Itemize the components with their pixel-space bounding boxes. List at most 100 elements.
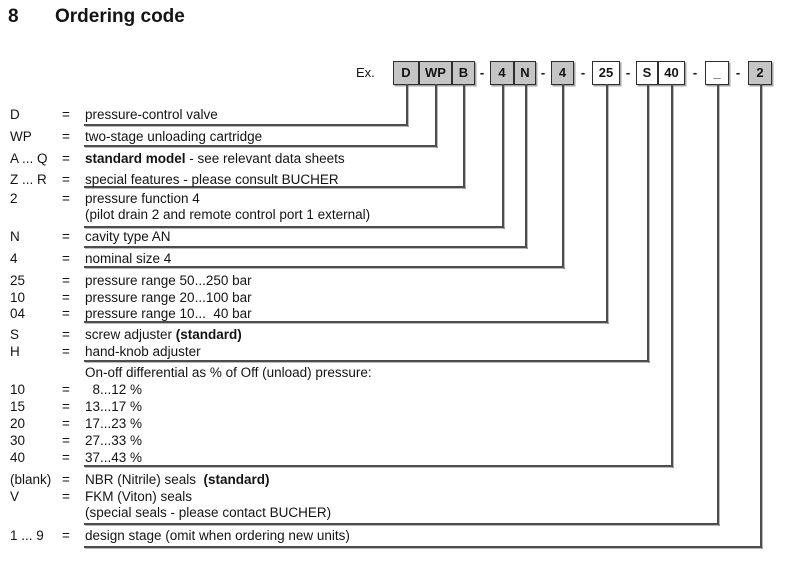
- code-box-label: N: [520, 65, 530, 80]
- row-code: 10: [10, 382, 26, 397]
- legend-row-diff-30: 30 = 27...33 %: [0, 433, 800, 449]
- connector-hline: [84, 226, 504, 228]
- code-box-b: B: [452, 61, 475, 85]
- code-box-wp: WP: [419, 61, 452, 85]
- row-description: pressure range 50...250 bar: [85, 273, 252, 288]
- row-description: 8...12 %: [85, 382, 143, 397]
- equals-sign: =: [62, 129, 70, 144]
- code-box-seals: _: [705, 61, 729, 85]
- legend-row-screw: S = screw adjuster (standard): [0, 327, 800, 343]
- connector-hline: [84, 145, 437, 147]
- equals-sign: =: [62, 399, 70, 414]
- dash-separator: -: [540, 65, 546, 80]
- equals-sign: =: [62, 450, 70, 465]
- code-box-adjuster: S: [636, 61, 658, 85]
- code-box-design-stage: 2: [748, 61, 772, 85]
- code-box-d: D: [393, 61, 419, 85]
- differential-header: On-off differential as % of Off (unload)…: [85, 365, 372, 380]
- row-code: H: [10, 344, 20, 359]
- dash-separator: -: [625, 65, 631, 80]
- row-code: Z ... R: [10, 172, 47, 187]
- legend-row-diff-15: 15 = 13...17 %: [0, 399, 800, 415]
- code-box-label: 25: [598, 65, 614, 80]
- connector-vline: [502, 84, 504, 228]
- code-box-label: S: [642, 65, 652, 80]
- equals-sign: =: [62, 344, 70, 359]
- row-description: design stage (omit when ordering new uni…: [85, 528, 350, 543]
- row-description: standard model - see relevant data sheet…: [85, 151, 345, 166]
- row-code: V: [10, 489, 20, 504]
- equals-sign: =: [62, 229, 70, 244]
- row-description: FKM (Viton) seals: [85, 489, 193, 504]
- code-box-label: 40: [664, 65, 679, 80]
- row-description: 13...17 %: [85, 399, 143, 414]
- code-box-label: 2: [756, 65, 764, 80]
- legend-row-function: 2 = pressure function 4: [0, 191, 800, 207]
- connector-vline: [562, 84, 564, 268]
- connector-hline: [84, 266, 564, 268]
- row-description-line2: (pilot drain 2 and remote control port 1…: [85, 207, 371, 222]
- equals-sign: =: [62, 273, 70, 288]
- legend-row-diff-20: 20 = 17...23 %: [0, 416, 800, 432]
- row-code: (blank): [10, 472, 52, 487]
- connector-hline: [84, 360, 649, 362]
- equals-sign: =: [62, 472, 70, 487]
- row-description: pressure range 10... 40 bar: [85, 306, 252, 321]
- code-box-differential: 40: [658, 61, 685, 85]
- code-box-label: D: [401, 65, 411, 80]
- legend-row-handknob: H = hand-knob adjuster: [0, 344, 800, 360]
- row-description: pressure-control valve: [85, 107, 218, 122]
- row-code: A ... Q: [10, 151, 48, 166]
- connector-vline: [647, 84, 649, 362]
- dash-separator: -: [479, 65, 485, 80]
- example-label: Ex.: [356, 65, 375, 80]
- row-code: 04: [10, 306, 26, 321]
- equals-sign: =: [62, 433, 70, 448]
- legend-row-fkm-note: (special seals - please contact BUCHER): [0, 505, 800, 521]
- connector-vline: [525, 84, 527, 248]
- equals-sign: =: [62, 107, 70, 122]
- equals-sign: =: [62, 191, 70, 206]
- connector-hline: [84, 546, 762, 548]
- connector-hline: [84, 523, 719, 525]
- legend-row-diff-40: 40 = 37...43 %: [0, 450, 800, 466]
- row-description: pressure range 20...100 bar: [85, 290, 252, 305]
- section-title: Ordering code: [55, 6, 185, 27]
- legend-row-fkm-seals: V = FKM (Viton) seals: [0, 489, 800, 505]
- legend-row-design-stage: 1 ... 9 = design stage (omit when orderi…: [0, 528, 800, 544]
- row-code: N: [10, 229, 20, 244]
- connector-hline: [84, 321, 608, 323]
- dash-separator: -: [692, 65, 698, 80]
- row-description: 27...33 %: [85, 433, 143, 448]
- row-description-line2: (special seals - please contact BUCHER): [85, 505, 332, 520]
- equals-sign: =: [62, 528, 70, 543]
- connector-hline: [84, 186, 465, 188]
- row-code: WP: [10, 129, 32, 144]
- row-code: S: [10, 327, 20, 342]
- connector-vline: [463, 84, 465, 188]
- row-code: 40: [10, 450, 26, 465]
- row-code: 10: [10, 290, 26, 305]
- equals-sign: =: [62, 489, 70, 504]
- row-description: 37...43 %: [85, 450, 143, 465]
- connector-vline: [717, 84, 719, 525]
- row-description: two-stage unloading cartridge: [85, 129, 263, 144]
- equals-sign: =: [62, 382, 70, 397]
- connector-vline: [671, 84, 673, 467]
- connector-hline: [84, 246, 527, 248]
- legend-row-diff-10: 10 = 8...12 %: [0, 382, 800, 398]
- row-code: 4: [10, 251, 18, 266]
- code-box-label: 4: [558, 65, 567, 80]
- connector-vline: [606, 84, 608, 323]
- legend-row-range-04: 04 = pressure range 10... 40 bar: [0, 306, 800, 322]
- connector-vline: [406, 84, 408, 126]
- legend-row-nbr-seals: (blank) = NBR (Nitrile) seals (standard): [0, 472, 800, 488]
- equals-sign: =: [62, 172, 70, 187]
- row-description: NBR (Nitrile) seals (standard): [85, 472, 270, 487]
- legend-row-range-10: 10 = pressure range 20...100 bar: [0, 290, 800, 306]
- row-code: 15: [10, 399, 26, 414]
- legend-row-differential-header: On-off differential as % of Off (unload)…: [0, 365, 800, 381]
- connector-vline: [760, 84, 762, 548]
- equals-sign: =: [62, 151, 70, 166]
- connector-vline: [435, 84, 437, 147]
